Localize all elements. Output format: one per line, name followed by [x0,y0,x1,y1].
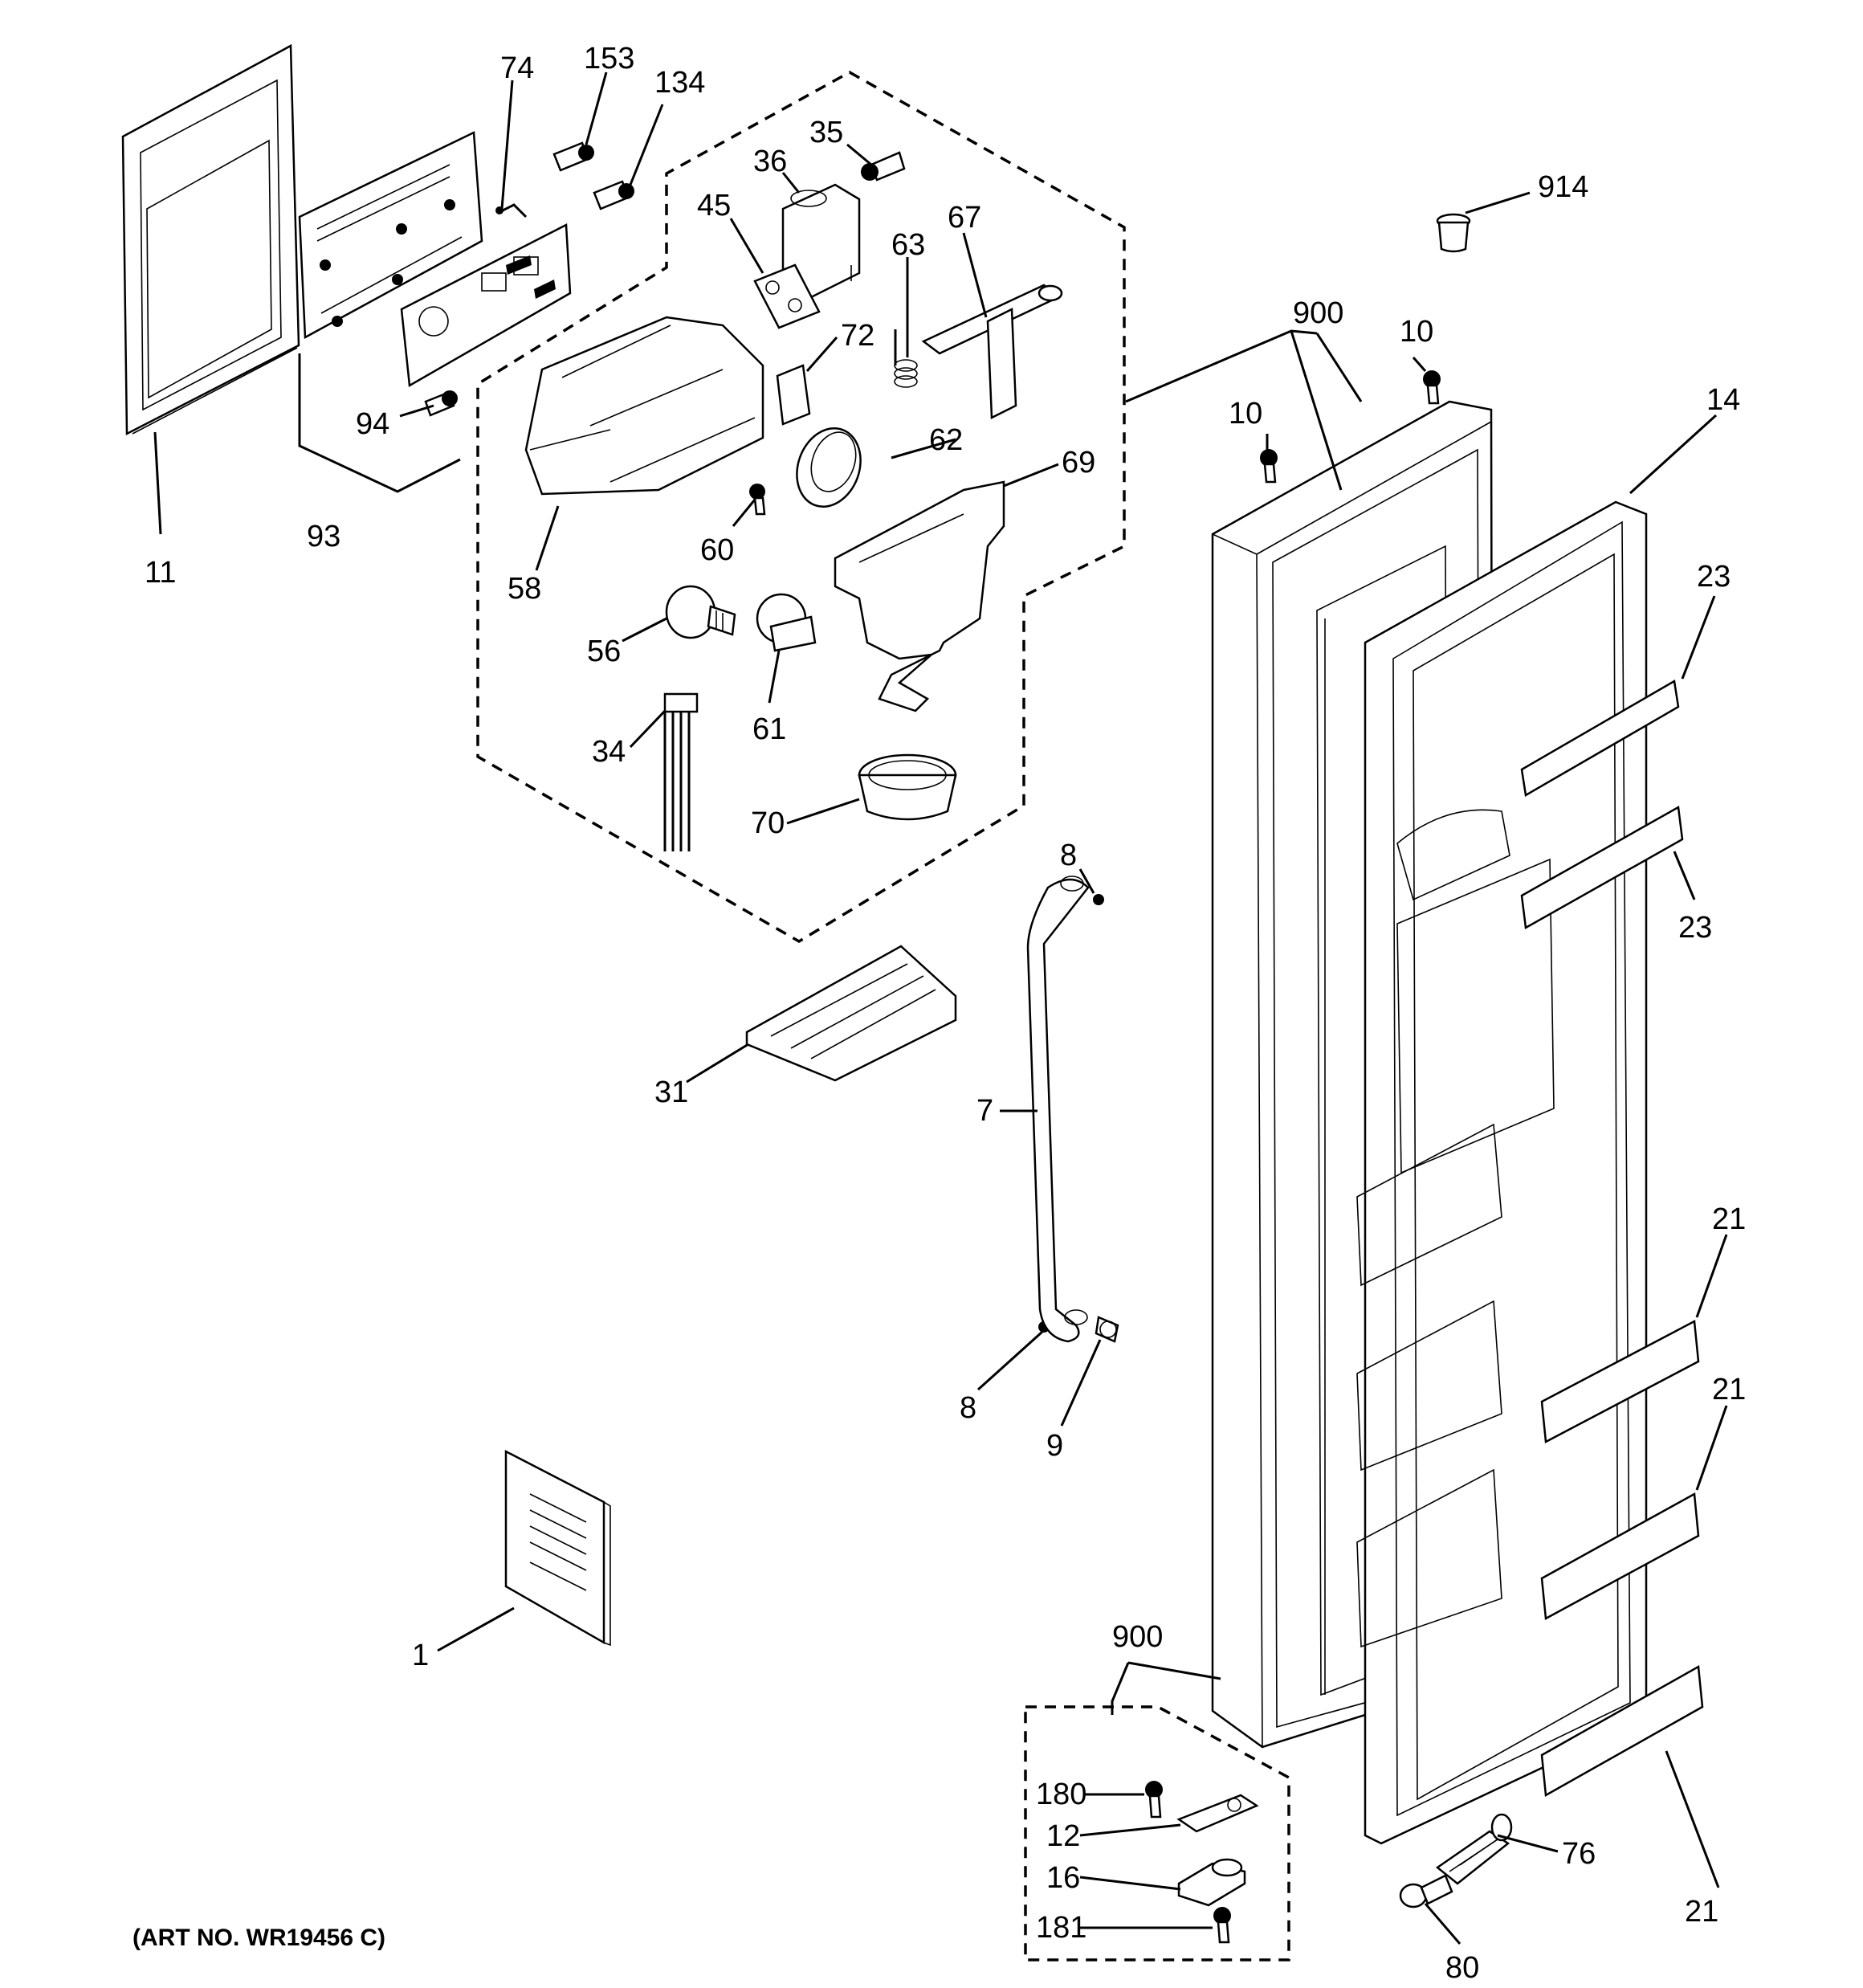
callout-21-b: 21 [1712,1373,1746,1406]
callout-10-right: 10 [1400,315,1433,349]
actuator-67 [921,284,1063,419]
callout-900-top: 900 [1293,296,1343,330]
callout-21-a: 21 [1712,1202,1746,1236]
screw-181 [1213,1907,1231,1944]
callout-14: 14 [1706,383,1740,417]
hinge-group-outline [1024,1705,1290,1961]
callout-72: 72 [841,319,874,353]
door-shelves [1356,809,1555,1648]
screw-35 [861,151,906,182]
leader-lines [153,71,1728,1945]
callout-94: 94 [356,407,389,441]
callout-180: 180 [1036,1778,1086,1811]
callout-34: 34 [592,735,626,769]
callout-60: 60 [700,533,734,567]
switch-72 [776,364,811,426]
callout-8-top: 8 [1060,839,1077,872]
screw-60 [749,484,766,516]
housing-58 [524,316,764,496]
callout-labels: 11 93 94 74 153 134 35 36 45 63 67 72 62… [145,42,1746,1985]
shelf-rail-21-a [1540,1320,1700,1443]
callout-93: 93 [307,520,340,553]
screw-10-right [1423,370,1441,405]
hinge-bushing-16 [1177,1858,1246,1907]
callout-80: 80 [1445,1951,1479,1985]
cup-70 [858,753,957,821]
shelf-rail-21-c [1540,1664,1704,1798]
callout-23-lower: 23 [1678,911,1712,945]
callout-69: 69 [1062,446,1095,480]
bracket-45 [753,263,821,329]
hinge-bracket-12 [1176,1794,1259,1833]
motor-62 [796,427,862,508]
bulb-56 [665,585,736,639]
callout-23-upper: 23 [1697,560,1731,594]
control-board [400,223,572,388]
art-number: (ART NO. WR19456 C) [132,1925,385,1951]
callout-9: 9 [1046,1429,1063,1463]
callout-7: 7 [976,1094,993,1128]
water-tube-76 [1435,1813,1513,1885]
screw-153 [552,141,594,172]
callout-153: 153 [584,42,634,76]
cap-914 [1436,213,1471,253]
callout-12: 12 [1046,1819,1080,1853]
shelf-rail-23-lower [1520,805,1684,930]
callout-58: 58 [508,572,541,606]
callout-1: 1 [412,1639,429,1672]
callout-76: 76 [1562,1837,1596,1871]
chute-69 [834,480,1005,712]
screw-10-left [1260,449,1278,484]
callout-134: 134 [654,66,705,100]
wire-harness-74 [495,203,528,218]
handle-7 [1026,876,1090,1343]
callout-914: 914 [1538,170,1588,204]
harness-34 [663,692,699,851]
callout-16: 16 [1046,1861,1080,1895]
callout-900-bottom: 900 [1112,1620,1163,1654]
callout-67: 67 [948,201,981,235]
socket-61 [756,593,817,652]
callout-8-bottom: 8 [960,1391,976,1425]
dispenser-group-outline [476,70,1126,944]
callout-36: 36 [753,145,787,178]
callout-21-c: 21 [1685,1895,1718,1929]
screw-134 [593,180,634,210]
screw-94 [424,390,458,417]
callout-35: 35 [809,116,843,149]
callout-11: 11 [145,556,176,590]
shelf-rail-23-upper [1520,680,1680,797]
fitting-80 [1399,1874,1453,1908]
drip-tray-31 [745,945,957,1082]
shelf-rail-21-b [1540,1492,1700,1620]
owners-manual-1 [504,1449,611,1647]
callout-63: 63 [891,228,925,262]
screw-9 [1095,1316,1119,1343]
callout-56: 56 [587,635,621,668]
callout-31: 31 [654,1076,688,1109]
callout-61: 61 [752,712,786,746]
callout-74: 74 [500,51,534,85]
dispenser-trim-frame [121,43,300,436]
spring-63 [894,329,918,388]
control-panel-assembly [298,131,483,340]
callout-45: 45 [697,189,731,222]
callout-181: 181 [1036,1911,1086,1945]
screw-180 [1145,1781,1163,1819]
callout-62: 62 [929,423,963,457]
callout-70: 70 [751,806,785,840]
screw-8-top [1093,894,1104,905]
door-gasket-14 [1364,500,1648,1845]
callout-10-left: 10 [1229,397,1262,431]
